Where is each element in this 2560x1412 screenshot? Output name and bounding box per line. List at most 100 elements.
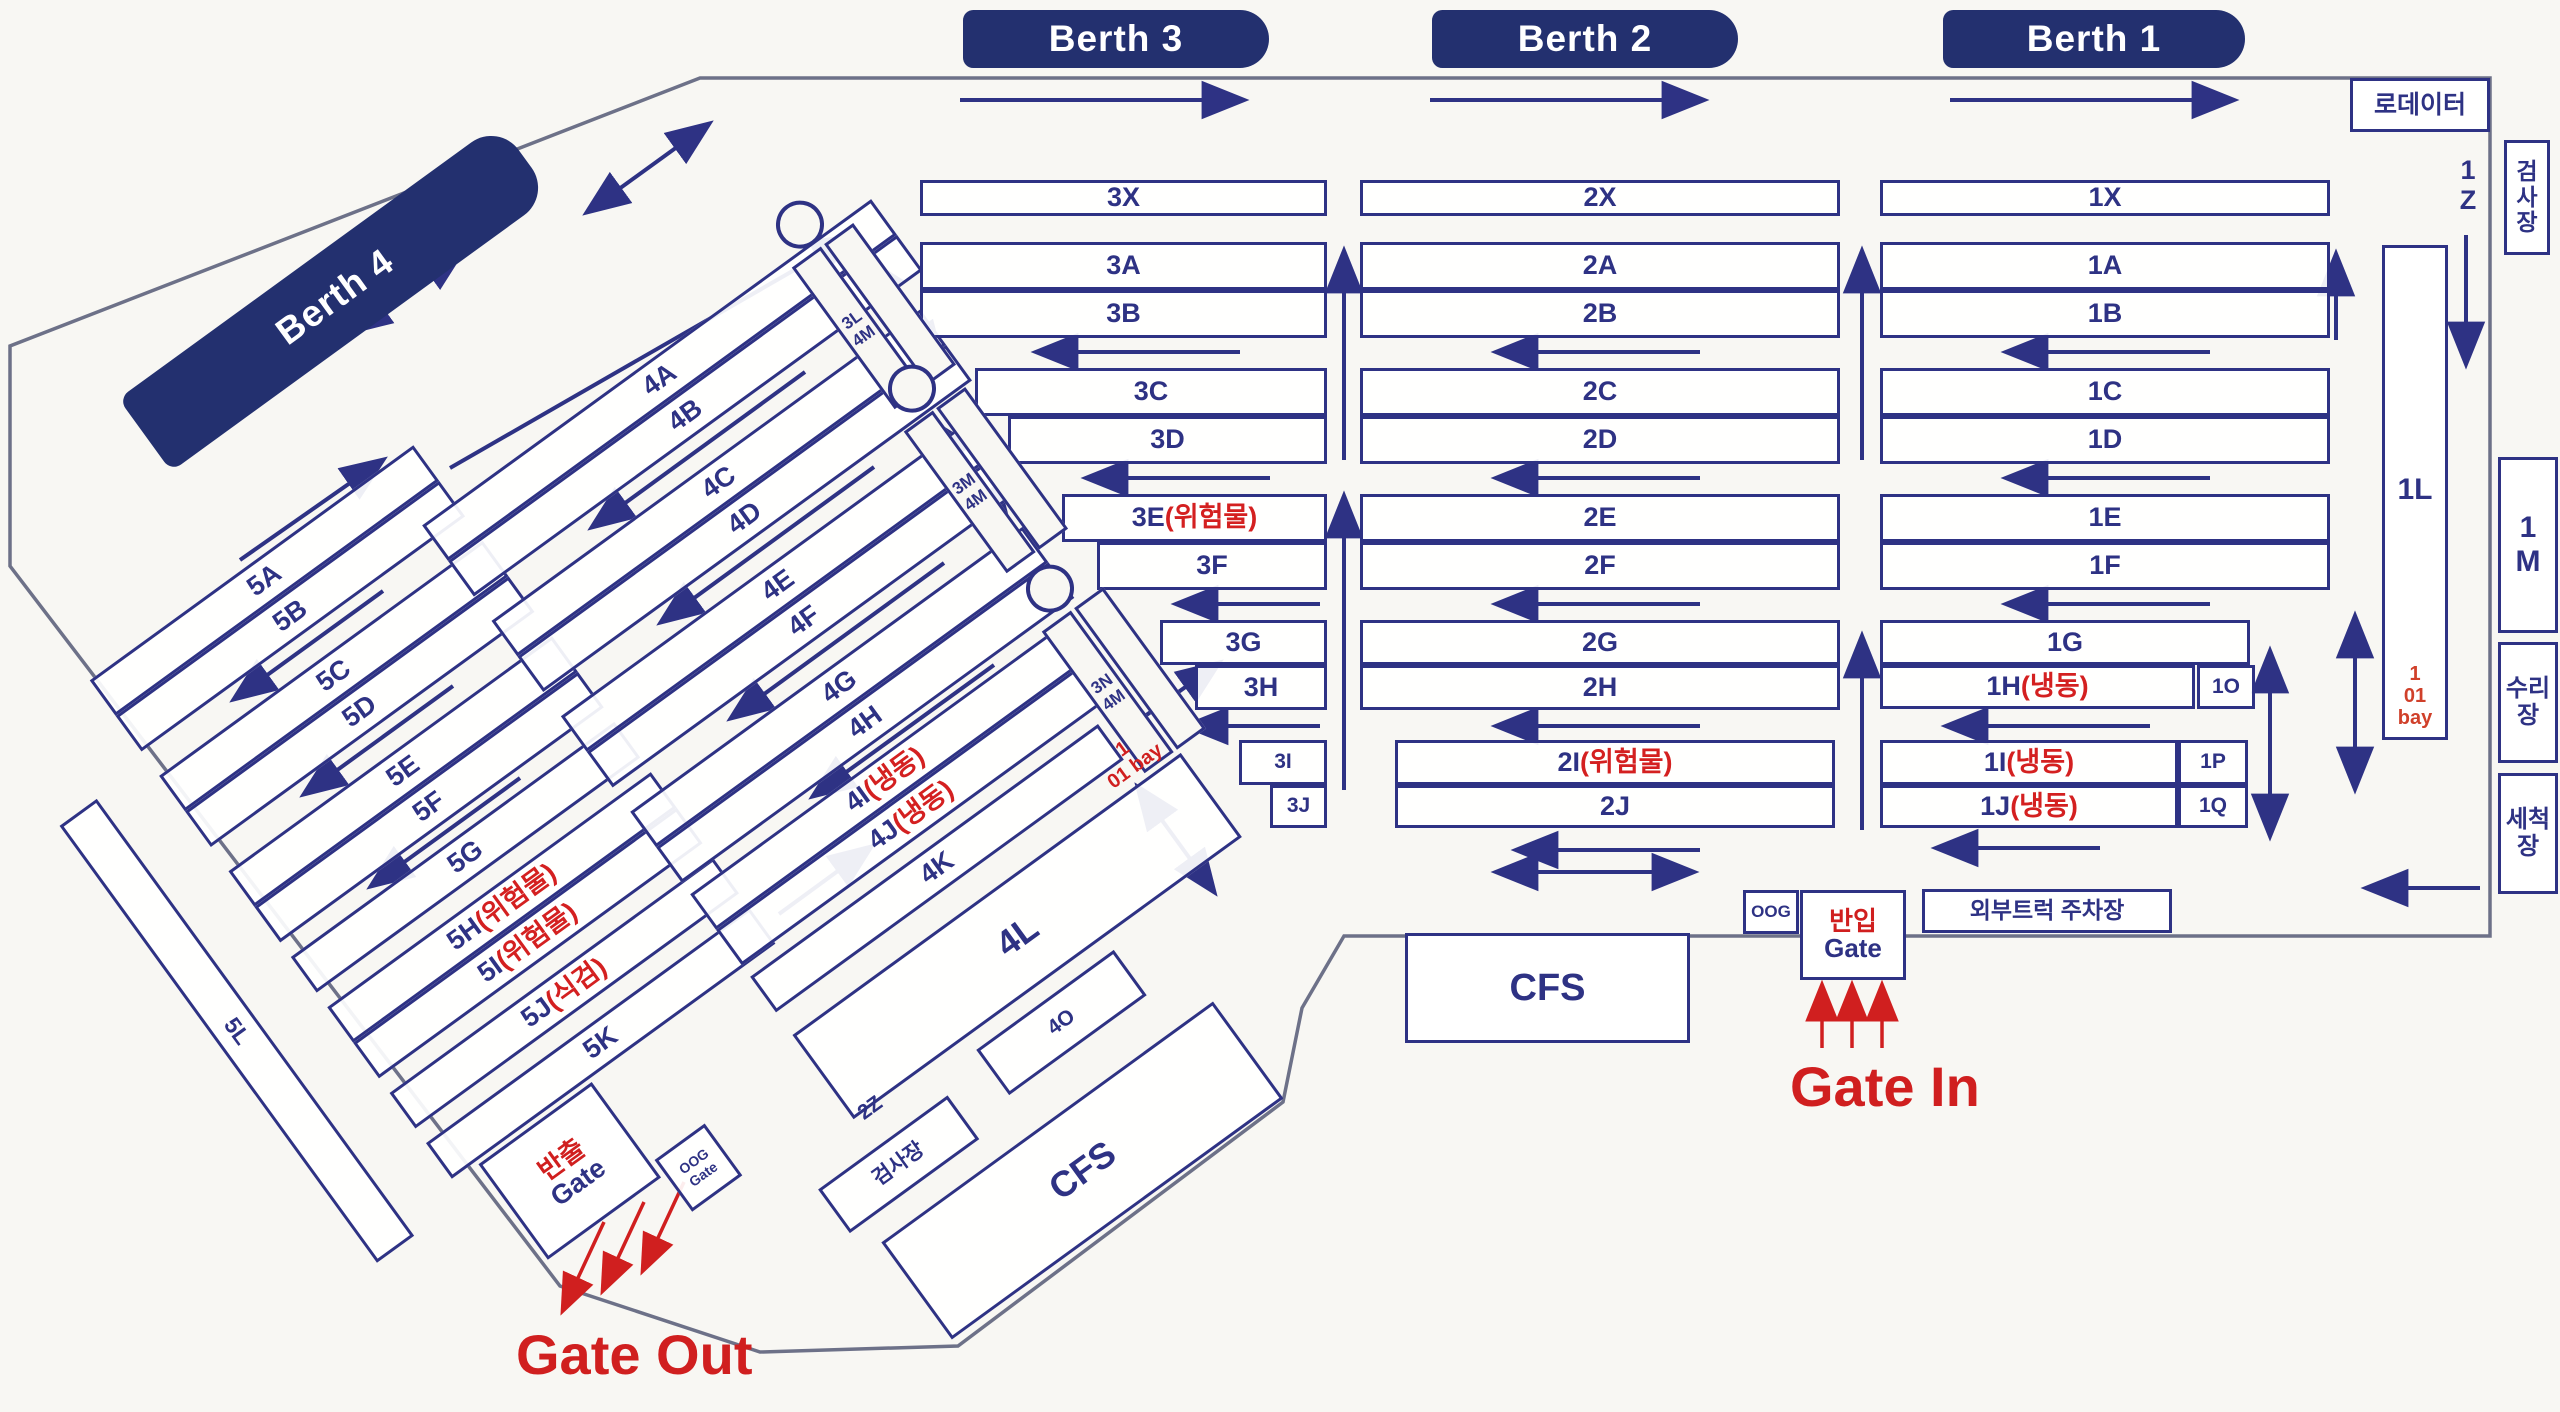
- block-2X: 2X: [1360, 180, 1840, 216]
- block-2D-label: 2D: [1582, 424, 1618, 455]
- bay-note-1L: 1 01 bay: [2397, 663, 2433, 729]
- traffic-arrow: [299, 684, 455, 798]
- block-3X-label: 3X: [1106, 182, 1141, 213]
- berth-3-label: Berth 3: [963, 10, 1269, 68]
- block-4D-label: 4D: [721, 495, 768, 541]
- block-2I-label: 2I: [1557, 746, 1580, 777]
- gate-in-label: Gate In: [1790, 1055, 1980, 1118]
- block-4K-label: 4K: [913, 845, 960, 891]
- block-1L-label: 1L: [2397, 473, 2433, 506]
- oog-top-box: OOG: [1743, 890, 1799, 934]
- block-1G-label: 1G: [2046, 626, 2084, 657]
- berth-1-label: Berth 1: [1943, 10, 2245, 68]
- block-2I-special-tag: (위험물): [1580, 746, 1673, 777]
- block-3A-label: 3A: [1106, 250, 1141, 281]
- block-1O: 1O: [2197, 665, 2255, 709]
- block-1O-label: 1O: [2211, 674, 2240, 698]
- block-1A-label: 1A: [2087, 250, 2123, 281]
- block-1I-special-tag: (냉동): [2006, 746, 2075, 777]
- traffic-arrow: [726, 561, 946, 722]
- washing-area-box: 세척장: [2498, 773, 2558, 894]
- block-1D-label: 1D: [2087, 424, 2123, 455]
- block-1I-label: 1I: [1983, 746, 2007, 777]
- traffic-arrow: [582, 120, 714, 216]
- loader-box: 로데이터: [2350, 78, 2490, 132]
- block-1E: 1E: [1880, 494, 2330, 542]
- block-1X-label: 1X: [2088, 182, 2122, 213]
- block-5D-label: 5D: [336, 688, 383, 734]
- block-3J: 3J: [1270, 785, 1327, 828]
- block-insp-bottom-label: 검사장: [867, 1137, 929, 1190]
- block-3X: 3X: [920, 180, 1327, 216]
- gate-in-box-label: Gate: [1824, 933, 1882, 963]
- block-2G: 2G: [1360, 620, 1840, 665]
- block-1C: 1C: [1880, 368, 2330, 416]
- block-4F-label: 4F: [782, 599, 826, 643]
- block-1G: 1G: [1880, 620, 2250, 665]
- block-2F: 2F: [1360, 542, 1840, 590]
- block-2D: 2D: [1360, 416, 1840, 464]
- block-3I: 3I: [1239, 740, 1327, 785]
- block-3B: 3B: [920, 290, 1327, 338]
- block-3I-label: 3I: [1274, 750, 1292, 774]
- block-1H-special-tag: (냉동): [2020, 671, 2089, 702]
- block-1B-label: 1B: [2087, 298, 2123, 329]
- block-3E: 3E(위험물): [1062, 494, 1327, 542]
- zone-1z-label: 1 Z: [2459, 155, 2477, 215]
- block-2I: 2I(위험물): [1395, 740, 1835, 785]
- block-3H: 3H: [1195, 665, 1327, 710]
- block-5B-label: 5B: [267, 593, 313, 639]
- block-1J: 1J(냉동): [1880, 785, 2178, 828]
- block-1Q-label: 1Q: [2198, 794, 2227, 818]
- traffic-arrow: [366, 776, 522, 890]
- block-1H-label: 1H: [1986, 671, 2021, 702]
- block-5G-label: 5G: [441, 834, 489, 880]
- block-5K-label: 5K: [577, 1020, 624, 1066]
- block-3G-label: 3G: [1225, 626, 1262, 657]
- block-1P-label: 1P: [2200, 750, 2226, 774]
- block-1I: 1I(냉동): [1880, 740, 2178, 785]
- block-2C-label: 2C: [1582, 376, 1618, 407]
- block-1X: 1X: [1880, 180, 2330, 216]
- block-2H-label: 2H: [1582, 671, 1618, 702]
- block-1Q: 1Q: [2178, 785, 2248, 828]
- block-1J-label: 1J: [1980, 790, 2011, 821]
- berth-2-label: Berth 2: [1432, 10, 1738, 68]
- block-1M: 1 M: [2498, 457, 2558, 633]
- block-2B: 2B: [1360, 290, 1840, 338]
- traffic-arrow: [238, 456, 388, 562]
- repair-area-box: 수리장: [2498, 642, 2558, 763]
- block-3A: 3A: [920, 242, 1327, 290]
- block-1L: 1L 1 01 bay: [2382, 245, 2448, 740]
- block-3D-label: 3D: [1150, 424, 1185, 455]
- block-5L-label: 5L: [218, 1012, 256, 1050]
- block-1P: 1P: [2178, 740, 2248, 785]
- block-1J-special-tag: (냉동): [2010, 790, 2078, 821]
- block-3E-special-tag: (위험물): [1164, 502, 1258, 533]
- block-4L-label: 4L: [987, 906, 1046, 965]
- block-3C: 3C: [975, 368, 1327, 416]
- block-3J-label: 3J: [1286, 794, 1311, 818]
- gate-flow-arrow: [640, 1181, 686, 1276]
- traffic-arrow: [229, 589, 385, 703]
- inspection-area-right-box: 검 사 장: [2504, 140, 2550, 255]
- cfs-center-box: CFS: [1405, 933, 1690, 1043]
- truck-parking-box: 외부트럭 주차장: [1922, 889, 2172, 933]
- block-3F: 3F: [1097, 542, 1327, 590]
- terminal-boundary: [8, 76, 2492, 1354]
- block-2G-label: 2G: [1581, 626, 1619, 657]
- block-cfs-slant-label: CFS: [1040, 1131, 1124, 1208]
- gate-out-label: Gate Out: [516, 1323, 753, 1386]
- gate-flow-arrow: [600, 1201, 646, 1296]
- block-2A-label: 2A: [1582, 250, 1618, 281]
- block-2J-label: 2J: [1599, 790, 1631, 821]
- block-1F: 1F: [1880, 542, 2330, 590]
- block-3D: 3D: [1008, 416, 1327, 464]
- block-2Z-label: 2Z: [853, 1091, 887, 1125]
- block-1C-label: 1C: [2087, 376, 2123, 407]
- gate-in-box-korean-label: 반입: [1829, 905, 1877, 936]
- traffic-arrow: [587, 370, 807, 531]
- block-3G: 3G: [1160, 620, 1327, 665]
- block-1D: 1D: [1880, 416, 2330, 464]
- block-1F-label: 1F: [2089, 550, 2121, 581]
